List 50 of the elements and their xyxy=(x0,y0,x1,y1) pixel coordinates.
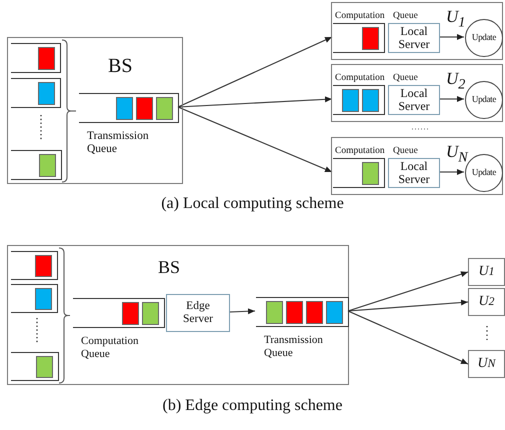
station-label: BS xyxy=(108,56,132,76)
server-box xyxy=(388,85,440,115)
update-circle xyxy=(465,19,503,57)
user-box xyxy=(331,137,503,195)
user-queue xyxy=(11,150,62,180)
user-queue xyxy=(11,43,61,73)
user-box xyxy=(468,350,505,378)
arrow xyxy=(178,96,332,108)
arrow xyxy=(178,36,332,108)
update-label: Update xyxy=(470,31,498,44)
base-station-box xyxy=(7,37,183,184)
server-box xyxy=(388,158,440,188)
server-label: Edge Server xyxy=(182,299,214,327)
user-label: U$_{N}$ xyxy=(446,143,468,165)
user-label: U$_{2}$ xyxy=(446,70,466,92)
user-box xyxy=(468,258,505,286)
user-queue xyxy=(11,284,58,313)
user-box xyxy=(331,64,503,122)
queue-label: Computation Queue xyxy=(81,335,140,360)
caption: (a) Local computing scheme xyxy=(160,196,345,212)
user-label: U$_{1}$ xyxy=(446,8,466,30)
server-label: Local Server xyxy=(397,24,431,52)
user-queue xyxy=(11,251,58,280)
user-box xyxy=(468,288,505,316)
server-box xyxy=(166,294,230,332)
base-station-box xyxy=(7,245,349,385)
arrow xyxy=(439,96,464,102)
user-queue xyxy=(11,352,59,381)
update-circle xyxy=(465,81,503,119)
arrow xyxy=(228,308,256,314)
arrow xyxy=(439,34,464,40)
queue-label: Transmission Queue xyxy=(87,130,150,156)
arrow xyxy=(439,169,464,175)
update-label: Update xyxy=(470,166,498,180)
queue-label: Transmission Queue xyxy=(264,334,324,360)
queue-label: Computation Queue xyxy=(335,74,418,84)
server-label: Local Server xyxy=(397,86,431,114)
arrow xyxy=(178,106,332,172)
arrow xyxy=(348,300,468,312)
server-label: Local Server xyxy=(397,159,431,187)
queue-label: Computation Queue xyxy=(335,12,418,22)
station-label: BS xyxy=(158,258,180,276)
user-box xyxy=(331,2,503,60)
user-queue xyxy=(11,78,61,108)
server-box xyxy=(388,23,440,53)
arrow xyxy=(348,310,468,364)
queue-label: Computation Queue xyxy=(335,147,418,156)
update-label: Update xyxy=(470,93,498,106)
arrow xyxy=(348,271,468,312)
caption: (b) Edge computing scheme xyxy=(162,398,344,414)
